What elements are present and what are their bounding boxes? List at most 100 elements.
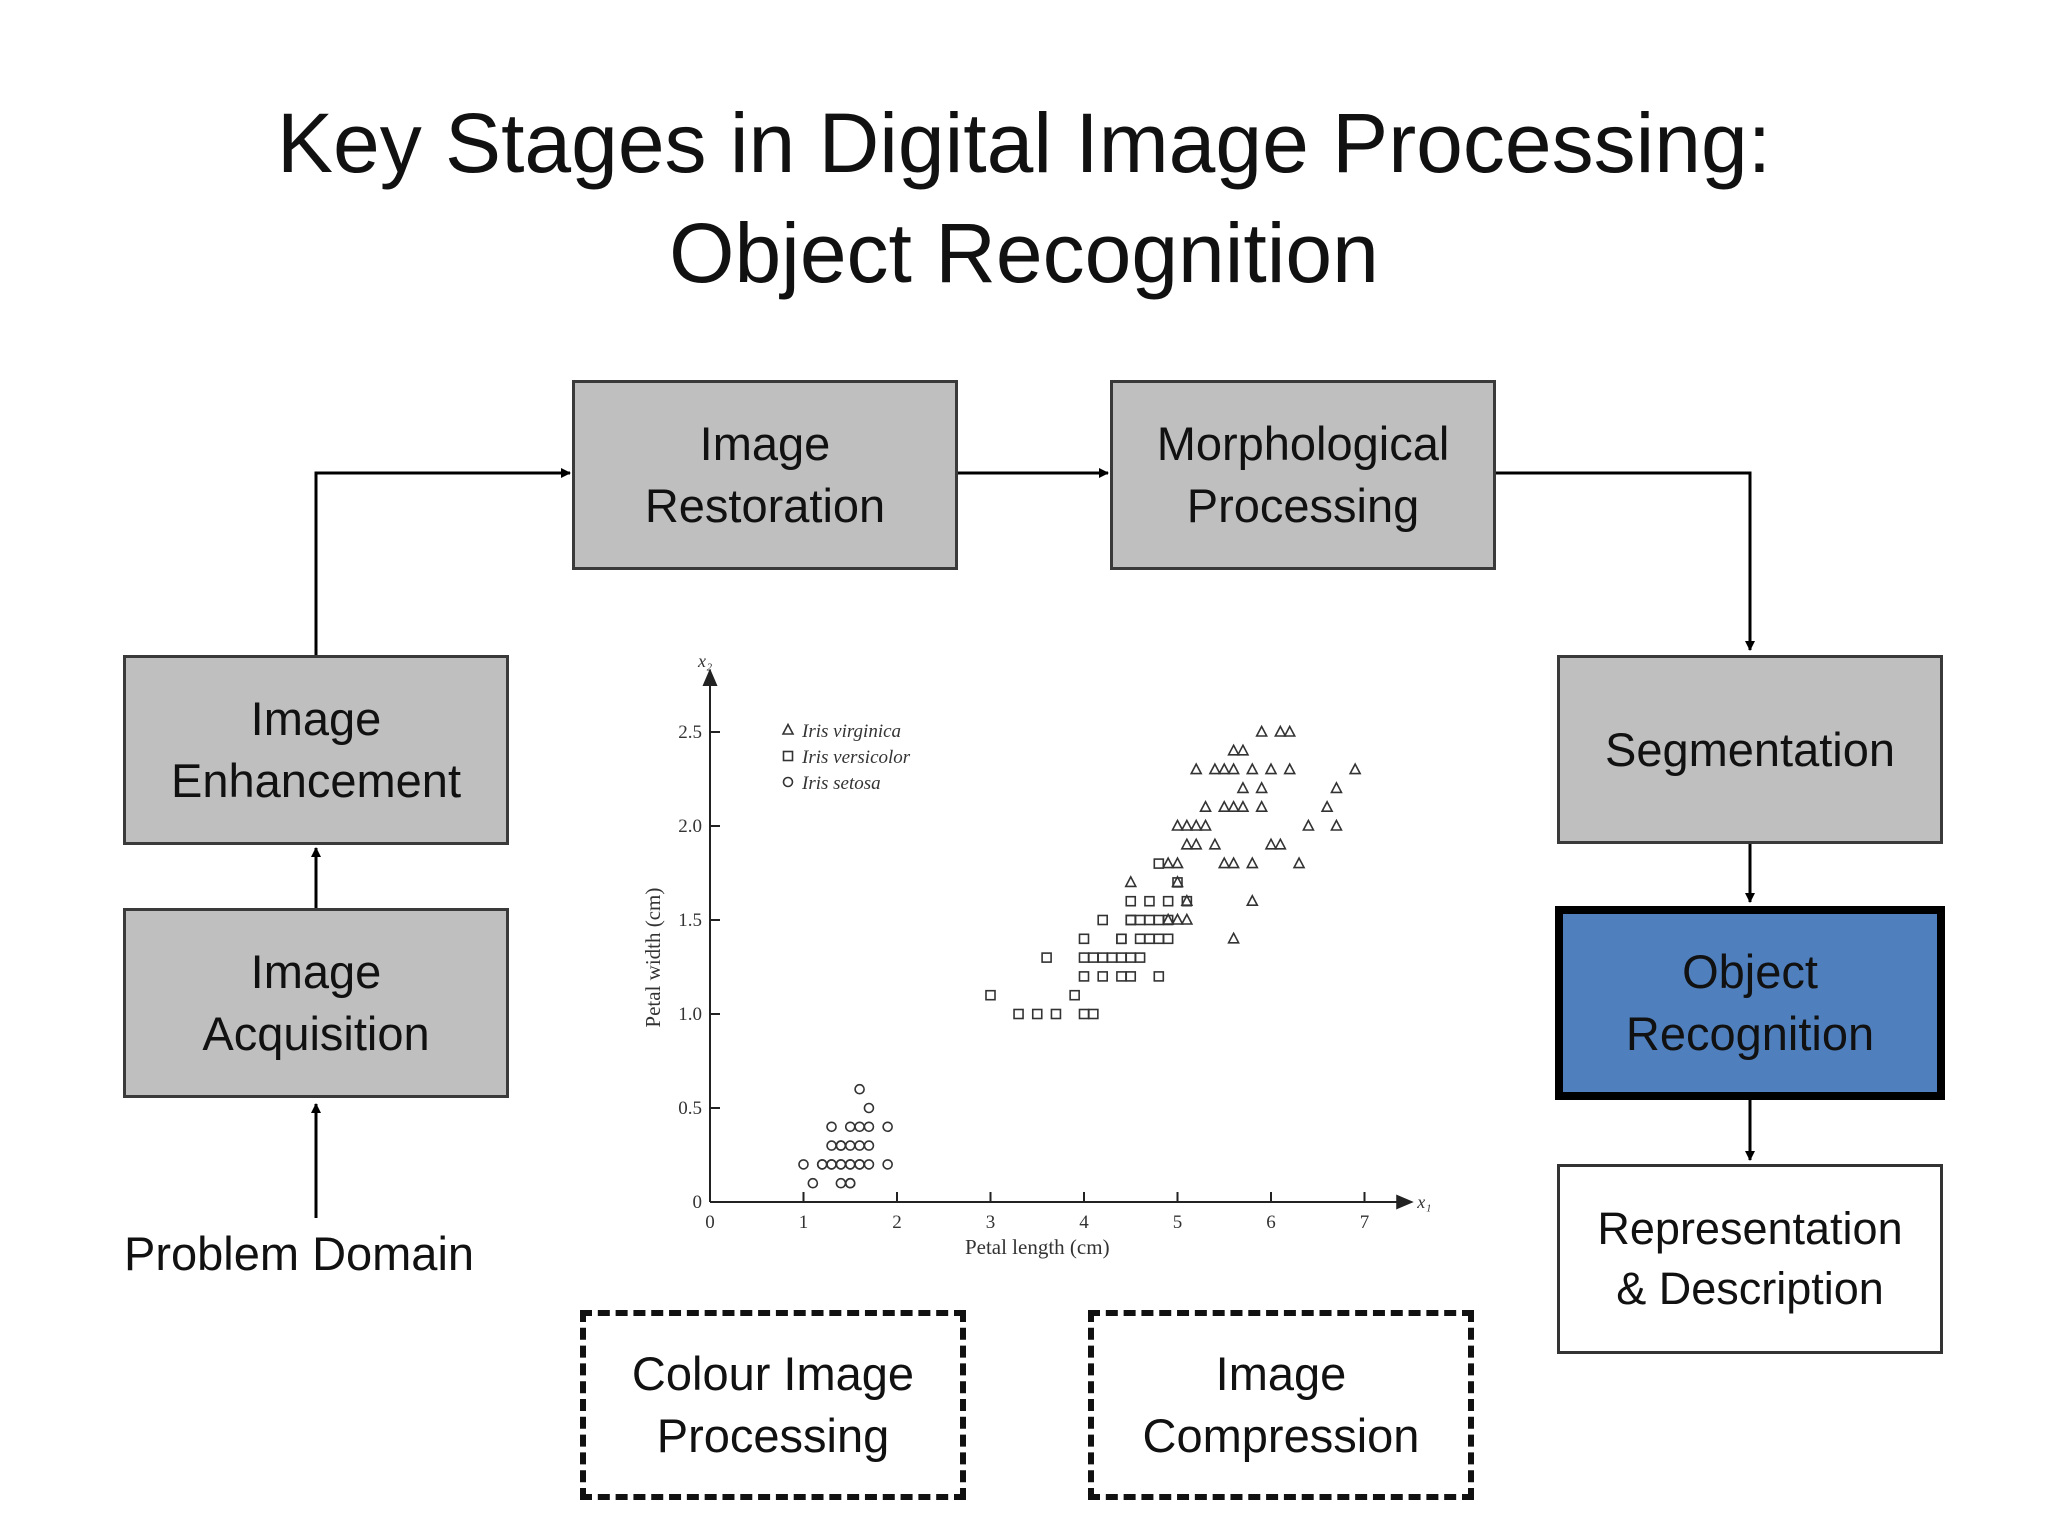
title-line-2: Object Recognition [669, 206, 1379, 300]
data-point-square [1069, 989, 1080, 1001]
data-point-square [1097, 914, 1109, 926]
data-point-triangle [1283, 724, 1297, 737]
data-point-square [1116, 933, 1127, 945]
colour-image-processing-label-2: Processing [656, 1409, 890, 1462]
data-point-circle [816, 1159, 828, 1170]
data-point-triangle [1199, 818, 1212, 831]
data-point-triangle [1227, 743, 1240, 756]
image-compression-box: Image Compression [1088, 1310, 1474, 1500]
data-point-triangle [1245, 856, 1259, 869]
segmentation-label: Segmentation [1604, 722, 1896, 776]
data-point-triangle [1264, 762, 1278, 775]
data-point-triangle [1208, 837, 1222, 850]
data-point-triangle [1245, 893, 1259, 906]
legend-marker-square [782, 750, 794, 762]
data-point-square [1078, 952, 1090, 963]
data-point-triangle [1189, 818, 1203, 831]
legend-marker-circle [782, 776, 794, 788]
data-point-square [1078, 933, 1090, 945]
image-restoration-box: Image Restoration [572, 380, 958, 570]
segmentation-box: Segmentation [1557, 655, 1943, 844]
data-point-square [1162, 914, 1174, 926]
data-point-triangle [1255, 799, 1268, 812]
data-point-square [1144, 933, 1155, 945]
data-point-circle [854, 1083, 865, 1095]
data-point-triangle [1171, 856, 1184, 869]
image-acquisition-label-1: Image [250, 945, 382, 998]
data-point-circle [863, 1121, 875, 1133]
data-point-circle [826, 1140, 837, 1151]
representation-description-label-1: Representation [1597, 1203, 1903, 1254]
data-point-circle [826, 1121, 837, 1133]
data-point-triangle [1199, 799, 1212, 812]
morphological-processing-box: Morphological Processing [1110, 380, 1496, 570]
y-tick-label: 1.5 [678, 910, 702, 931]
data-point-triangle [1161, 856, 1175, 869]
y-tick-label: 2.0 [678, 816, 702, 837]
x-tick-label: 0 [705, 1212, 715, 1233]
legend-entry: Iris versicolor [801, 747, 911, 768]
data-point-triangle [1180, 818, 1194, 831]
data-point-triangle [1227, 799, 1240, 812]
data-point-triangle [1330, 818, 1343, 831]
data-point-square [1134, 952, 1146, 963]
title-line-1: Key Stages in Digital Image Processing: [276, 96, 1772, 190]
x-axis-arrowhead [1396, 1194, 1414, 1210]
data-point-triangle [1236, 743, 1250, 756]
data-point-square [985, 989, 996, 1001]
data-point-circle [844, 1177, 856, 1189]
arrow-morphological-to-segmentation [1496, 471, 1755, 651]
data-point-square [1181, 895, 1193, 907]
y-tick-label: 2.5 [678, 722, 702, 743]
image-compression-label-2: Compression [1142, 1409, 1420, 1462]
data-point-square [1097, 952, 1109, 963]
colour-image-processing-box: Colour Image Processing [580, 1310, 966, 1500]
data-point-triangle [1171, 818, 1184, 831]
data-point-square [1153, 971, 1165, 982]
data-point-triangle [1255, 781, 1268, 794]
data-point-triangle [1236, 799, 1250, 812]
y-axis-symbol: x₂ [697, 651, 712, 671]
data-point-square [1088, 1008, 1099, 1020]
morphological-processing-label-2: Processing [1186, 479, 1420, 532]
image-restoration-label-2: Restoration [644, 479, 886, 532]
image-enhancement-label-2: Enhancement [170, 754, 462, 807]
data-point-square [1116, 933, 1127, 945]
data-point-circle [798, 1159, 809, 1170]
data-point-square [1125, 971, 1137, 982]
representation-description-box: Representation & Description [1557, 1164, 1943, 1354]
data-point-triangle [1245, 762, 1259, 775]
data-point-square [1134, 914, 1146, 926]
data-point-square [1125, 952, 1137, 963]
representation-description-label-2: & Description [1616, 1263, 1884, 1314]
data-point-circle [863, 1159, 875, 1170]
data-point-circle [844, 1159, 856, 1170]
data-point-square [1078, 971, 1090, 982]
image-enhancement-box: Image Enhancement [123, 655, 509, 845]
data-point-triangle [1264, 837, 1278, 850]
data-point-triangle [1180, 837, 1194, 850]
colour-image-processing-label-1: Colour Image [631, 1347, 915, 1400]
legend-entry: Iris setosa [801, 773, 881, 794]
data-point-square [1097, 971, 1109, 982]
data-point-triangle [1189, 837, 1203, 850]
data-point-square [1078, 1008, 1090, 1020]
data-point-triangle [1208, 762, 1222, 775]
data-point-triangle [1189, 762, 1203, 775]
x-tick-label: 4 [1079, 1212, 1089, 1233]
data-point-triangle [1227, 931, 1240, 944]
image-restoration-label-1: Image [699, 417, 831, 470]
data-point-square [1125, 914, 1137, 926]
data-point-triangle [1217, 799, 1231, 812]
image-acquisition-label-2: Acquisition [202, 1007, 430, 1060]
data-point-square [1162, 933, 1174, 945]
data-point-circle [863, 1102, 875, 1114]
x-tick-label: 2 [892, 1212, 902, 1233]
data-point-triangle [1348, 762, 1362, 775]
data-point-triangle [1283, 762, 1297, 775]
data-point-circle [835, 1177, 847, 1189]
data-point-triangle [1227, 856, 1240, 869]
data-point-circle [863, 1140, 875, 1151]
data-point-square [1153, 858, 1165, 869]
